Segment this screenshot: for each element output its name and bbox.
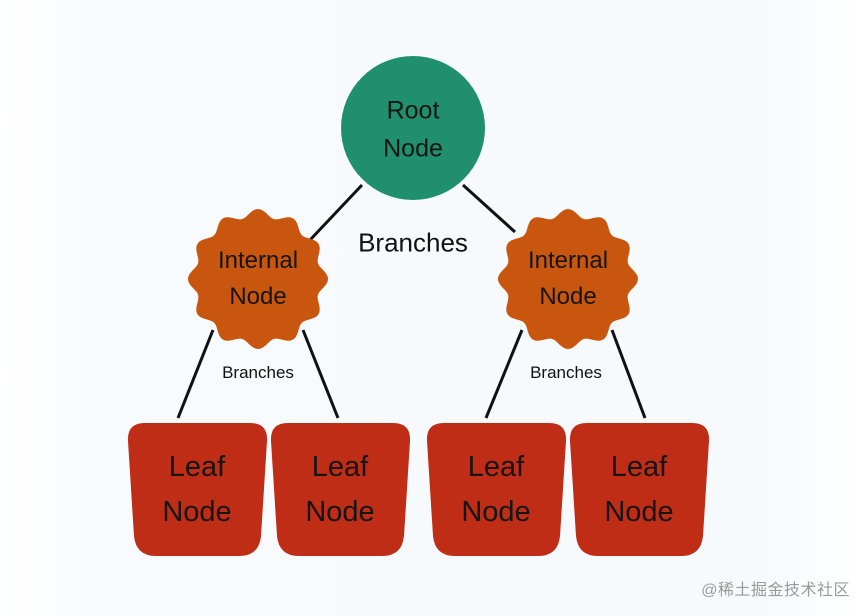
internal-node-left — [188, 209, 328, 349]
internal-node-right-label: Internal Node — [528, 243, 608, 315]
watermark: @稀土掘金技术社区 — [701, 582, 850, 599]
leaf-node-3 — [426, 423, 567, 556]
internal-right-line2: Node — [539, 283, 597, 310]
edge-root-internal-left — [308, 183, 364, 242]
internal-left-line1: Internal — [217, 247, 299, 274]
edge-root-internal-right — [461, 183, 517, 234]
branches-main-label: Branches — [358, 227, 468, 258]
internal-right-line1: Internal — [527, 247, 609, 274]
root-node-label: Root Node — [383, 93, 443, 168]
edge-internal-left-leaf-1 — [176, 329, 215, 419]
internal-left-line2: Node — [229, 283, 287, 310]
leaf-3-line1: Leaf — [467, 451, 525, 484]
leaf-node-2 — [270, 423, 411, 556]
leaf-2-line2: Node — [305, 496, 375, 528]
leaf-node-1-label: Leaf Node — [162, 445, 231, 535]
root-node — [341, 56, 485, 200]
leaf-4-line2: Node — [604, 496, 674, 528]
leaf-1-line2: Node — [162, 496, 232, 528]
edge-internal-left-leaf-2 — [301, 329, 340, 419]
leaf-3-line2: Node — [461, 496, 531, 528]
root-label-line1: Root — [386, 96, 440, 125]
leaf-1-line1: Leaf — [168, 451, 226, 484]
leaf-node-2-label: Leaf Node — [305, 445, 374, 535]
leaf-node-4-label: Leaf Node — [604, 445, 673, 535]
leaf-2-line1: Leaf — [311, 451, 369, 484]
internal-node-left-label: Internal Node — [218, 243, 298, 315]
leaf-node-4 — [569, 423, 710, 556]
root-label-line2: Node — [383, 134, 443, 162]
leaf-4-line1: Leaf — [610, 451, 668, 484]
leaf-node-3-label: Leaf Node — [461, 445, 530, 535]
internal-node-right — [498, 209, 638, 349]
edge-internal-right-leaf-4 — [610, 329, 647, 419]
branches-left-label: Branches — [222, 363, 294, 382]
edge-internal-right-leaf-3 — [484, 329, 524, 419]
branches-right-label: Branches — [530, 363, 602, 382]
leaf-node-1 — [127, 423, 268, 556]
